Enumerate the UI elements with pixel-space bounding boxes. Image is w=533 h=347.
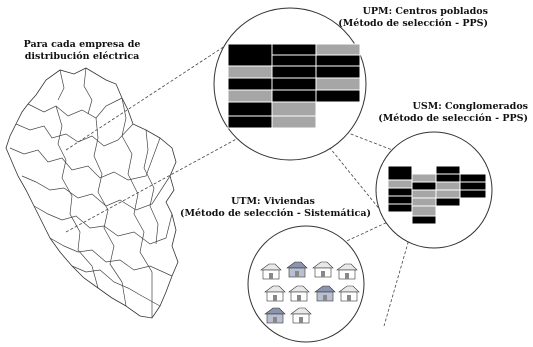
utm-title: UTM: Viviendas bbox=[231, 196, 315, 207]
map-caption: Para cada empresa de distribución eléctr… bbox=[12, 39, 152, 63]
upm-title: UPM: Centros poblados bbox=[362, 6, 488, 17]
utm-method: (Método de selección - Sistemática) bbox=[180, 208, 371, 219]
utm-label: UTM: Viviendas (Método de selección - Si… bbox=[180, 196, 371, 220]
map-caption-line1: Para cada empresa de bbox=[23, 39, 141, 50]
upm-method: (Método de selección - PPS) bbox=[338, 18, 488, 29]
house-icon bbox=[338, 285, 360, 302]
peru-map bbox=[5, 67, 179, 319]
upm-circle bbox=[213, 7, 367, 161]
house-icon bbox=[290, 307, 312, 324]
map-caption-line2: distribución eléctrica bbox=[24, 51, 140, 62]
house-icon bbox=[264, 285, 286, 302]
usm-blocks bbox=[387, 165, 487, 225]
house-icon bbox=[312, 261, 334, 278]
house-icon bbox=[336, 263, 358, 280]
usm-label: USM: Conglomerados (Método de selección … bbox=[360, 101, 528, 125]
usm-method: (Método de selección - PPS) bbox=[378, 113, 528, 124]
district-lines bbox=[9, 67, 173, 318]
house-grid bbox=[260, 261, 360, 324]
house-icon bbox=[264, 307, 286, 324]
house-icon bbox=[314, 285, 336, 302]
house-icon bbox=[288, 285, 310, 302]
upm-blocks bbox=[227, 43, 361, 129]
utm-circle bbox=[247, 225, 365, 343]
usm-title: USM: Conglomerados bbox=[412, 101, 528, 112]
usm-circle bbox=[375, 131, 493, 249]
upm-label: UPM: Centros poblados (Método de selecci… bbox=[320, 6, 488, 30]
house-icon bbox=[286, 261, 308, 278]
house-icon bbox=[260, 263, 282, 280]
